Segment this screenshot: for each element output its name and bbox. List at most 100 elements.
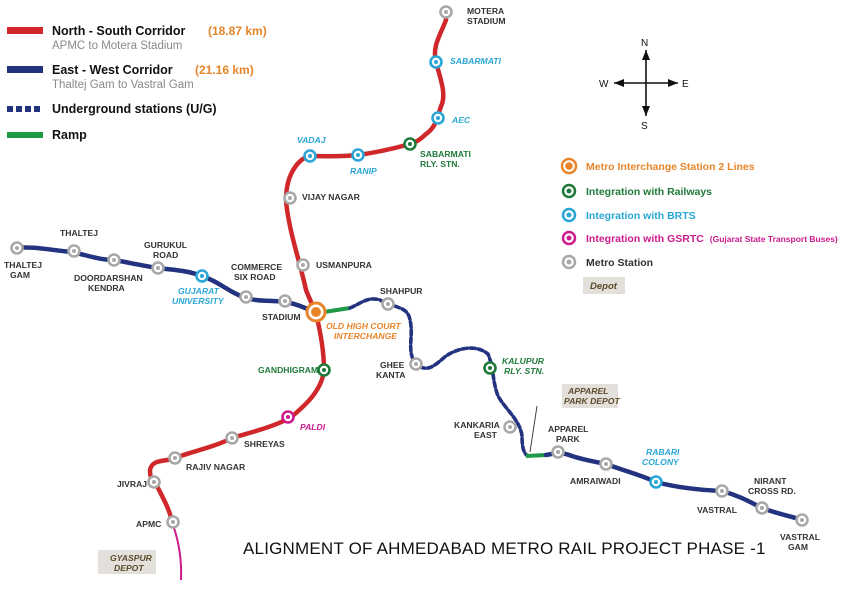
station-label: DOORDARSHAN <box>74 273 143 283</box>
station-label: SABARMATI <box>420 149 471 159</box>
east-west-subtitle: Thaltej Gam to Vastral Gam <box>52 79 194 91</box>
station-ranip[interactable]: RANIP <box>350 148 377 177</box>
station-label: PALDI <box>300 422 326 432</box>
station-stadium[interactable]: STADIUM <box>262 294 301 323</box>
station-label: APMC <box>136 519 161 529</box>
station-label: ROAD <box>153 250 178 260</box>
map-title: ALIGNMENT OF AHMEDABAD METRO RAIL PROJEC… <box>243 539 766 558</box>
station-label: SIX ROAD <box>234 272 276 282</box>
station-amraiwadi[interactable]: AMRAIWADI <box>570 457 621 487</box>
station-gandhigram[interactable]: GANDHIGRAM <box>258 363 331 377</box>
key-metro-station: Metro Station <box>561 254 653 270</box>
key-depot: Depot <box>583 277 625 294</box>
key-gsrtc-note: (Gujarat State Transport Buses) <box>710 234 838 244</box>
station-sabarmati[interactable]: SABARMATI <box>429 55 502 69</box>
station-shreyas[interactable]: SHREYAS <box>225 431 286 450</box>
east-west-title: East - West Corridor <box>52 63 173 77</box>
north-south-title: North - South Corridor <box>52 24 185 38</box>
station-label: GANDHIGRAM <box>258 365 318 375</box>
station-label: KANKARIA <box>454 420 500 430</box>
station-label: RANIP <box>350 166 377 176</box>
station-vijay-nagar[interactable]: VIJAY NAGAR <box>283 191 361 205</box>
station-shahpur[interactable]: SHAHPUR <box>380 286 423 311</box>
station-label: RAJIV NAGAR <box>186 462 246 472</box>
station-label: VADAJ <box>297 135 326 145</box>
station-label: EAST <box>474 430 498 440</box>
station-label: GHEE <box>380 360 405 370</box>
station-label: GAM <box>10 270 30 280</box>
east-west-swatch <box>7 66 43 73</box>
station-label: KALUPUR <box>502 356 545 366</box>
station-label: STADIUM <box>262 312 301 322</box>
station-label: USMANPURA <box>316 260 372 270</box>
key-interchange: Metro Interchange Station 2 Lines <box>560 157 755 175</box>
key-railways: Integration with Railways <box>561 183 712 199</box>
station-label: CROSS RD. <box>748 486 796 496</box>
key-brts-label: Integration with BRTS <box>586 210 696 222</box>
line-legend: North - South Corridor (18.87 km) APMC t… <box>7 24 267 142</box>
gyaspur-depot-link <box>173 527 183 581</box>
station-paldi[interactable]: PALDI <box>281 410 326 433</box>
station-aec[interactable]: AEC <box>431 111 471 126</box>
station-label: VIJAY NAGAR <box>302 192 361 202</box>
station-label: STADIUM <box>467 16 506 26</box>
station-apmc[interactable]: APMC <box>136 515 180 530</box>
station-label: THALTEJ <box>60 228 98 238</box>
station-jivraj[interactable]: JIVRAJ <box>117 475 161 490</box>
station-vastral[interactable]: VASTRAL <box>697 484 737 516</box>
station-label: KENDRA <box>88 283 125 293</box>
station-label: COMMERCE <box>231 262 282 272</box>
north-south-length: (18.87 km) <box>208 24 267 38</box>
ramp-swatch <box>7 132 43 138</box>
station-label: PARK <box>556 434 581 444</box>
station-usmanpura[interactable]: USMANPURA <box>296 258 372 272</box>
key-railways-label: Integration with Railways <box>586 186 712 198</box>
east-west-length: (21.16 km) <box>195 63 254 77</box>
compass: N S W E <box>599 38 689 132</box>
key-gsrtc-label: Integration with GSRTC <box>586 233 704 245</box>
key-metro-station-label: Metro Station <box>586 257 653 269</box>
depot-label: APPAREL <box>567 386 608 396</box>
station-key: Metro Interchange Station 2 Lines Integr… <box>560 157 838 294</box>
station-label: MOTERA <box>467 6 504 16</box>
station-label: RLY. STN. <box>420 159 460 169</box>
station-label: KANTA <box>376 370 405 380</box>
station-label: GURUKUL <box>144 240 187 250</box>
station-label: COLONY <box>642 457 680 467</box>
compass-west: W <box>599 79 609 90</box>
station-vadaj[interactable]: VADAJ <box>297 135 326 163</box>
ramp-label: Ramp <box>52 128 87 142</box>
station-rajiv-nagar[interactable]: RAJIV NAGAR <box>168 451 247 473</box>
station-label: GAM <box>788 542 808 552</box>
station-label: APPAREL <box>548 424 588 434</box>
station-thaltej[interactable]: THALTEJ <box>60 228 98 258</box>
